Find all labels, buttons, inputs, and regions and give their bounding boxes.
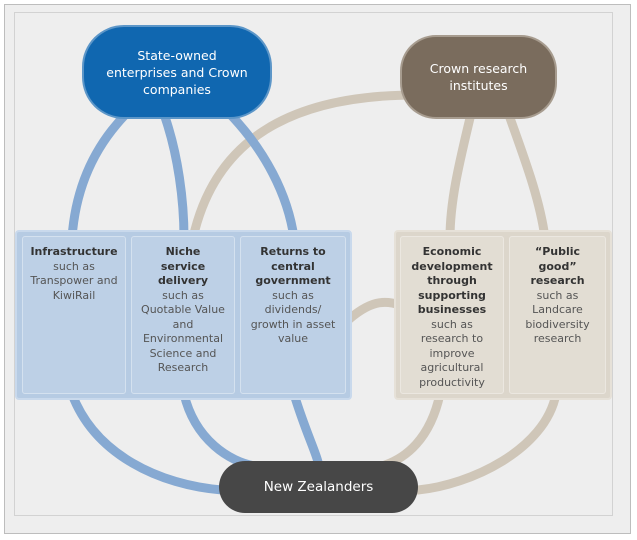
connector-soe-to-returns [223,107,299,243]
returns-box: Returns to central government such as di… [240,236,346,394]
niche-service-box: Niche service delivery such as Quotable … [131,236,235,394]
returns-detail: such as dividends/ growth in asset value [250,288,336,346]
infrastructure-title: Infrastructure [30,245,118,258]
diagram-inner-frame [14,12,613,516]
soe-node: State-owned enterprises and Crown compan… [84,27,270,117]
public-good-box: “Public good” research such as Landcare … [509,236,606,394]
economic-development-title: Economic development through supporting … [411,245,493,316]
cri-node: Crown research institutes [402,37,555,117]
connector-cri-to-public-good [505,113,550,243]
economic-development-detail: such as research to improve agricultural… [419,317,485,389]
connector-cri-to-economic [445,113,475,243]
new-zealanders-label: New Zealanders [263,478,374,495]
connector-returns-to-nz [289,389,323,467]
connector-public-good-to-nz [413,389,561,495]
new-zealanders-node: New Zealanders [219,461,418,513]
connector-soe-to-niche [160,112,189,243]
connector-cri-to-niche [188,90,421,243]
connector-economic-to-nz [380,389,445,470]
connector-returns-to-economic [341,297,405,327]
connector-infrastructure-to-nz [67,389,227,495]
cri-node-label: Crown research institutes [429,61,528,93]
infrastructure-detail: such as Transpower and KiwiRail [30,259,118,302]
niche-service-detail: such as Quotable Value and Environmental… [141,288,225,375]
returns-title: Returns to central government [255,245,331,287]
soe-node-label: State-owned enterprises and Crown compan… [106,47,248,97]
niche-service-title: Niche service delivery [157,245,209,287]
connector-niche-to-nz [179,389,260,471]
infrastructure-box: Infrastructure such as Transpower and Ki… [22,236,126,394]
public-good-title: “Public good” research [530,245,585,287]
economic-development-box: Economic development through supporting … [400,236,504,394]
public-good-detail: such as Landcare biodiversity research [525,288,590,346]
connector-soe-to-infrastructure [67,107,133,243]
